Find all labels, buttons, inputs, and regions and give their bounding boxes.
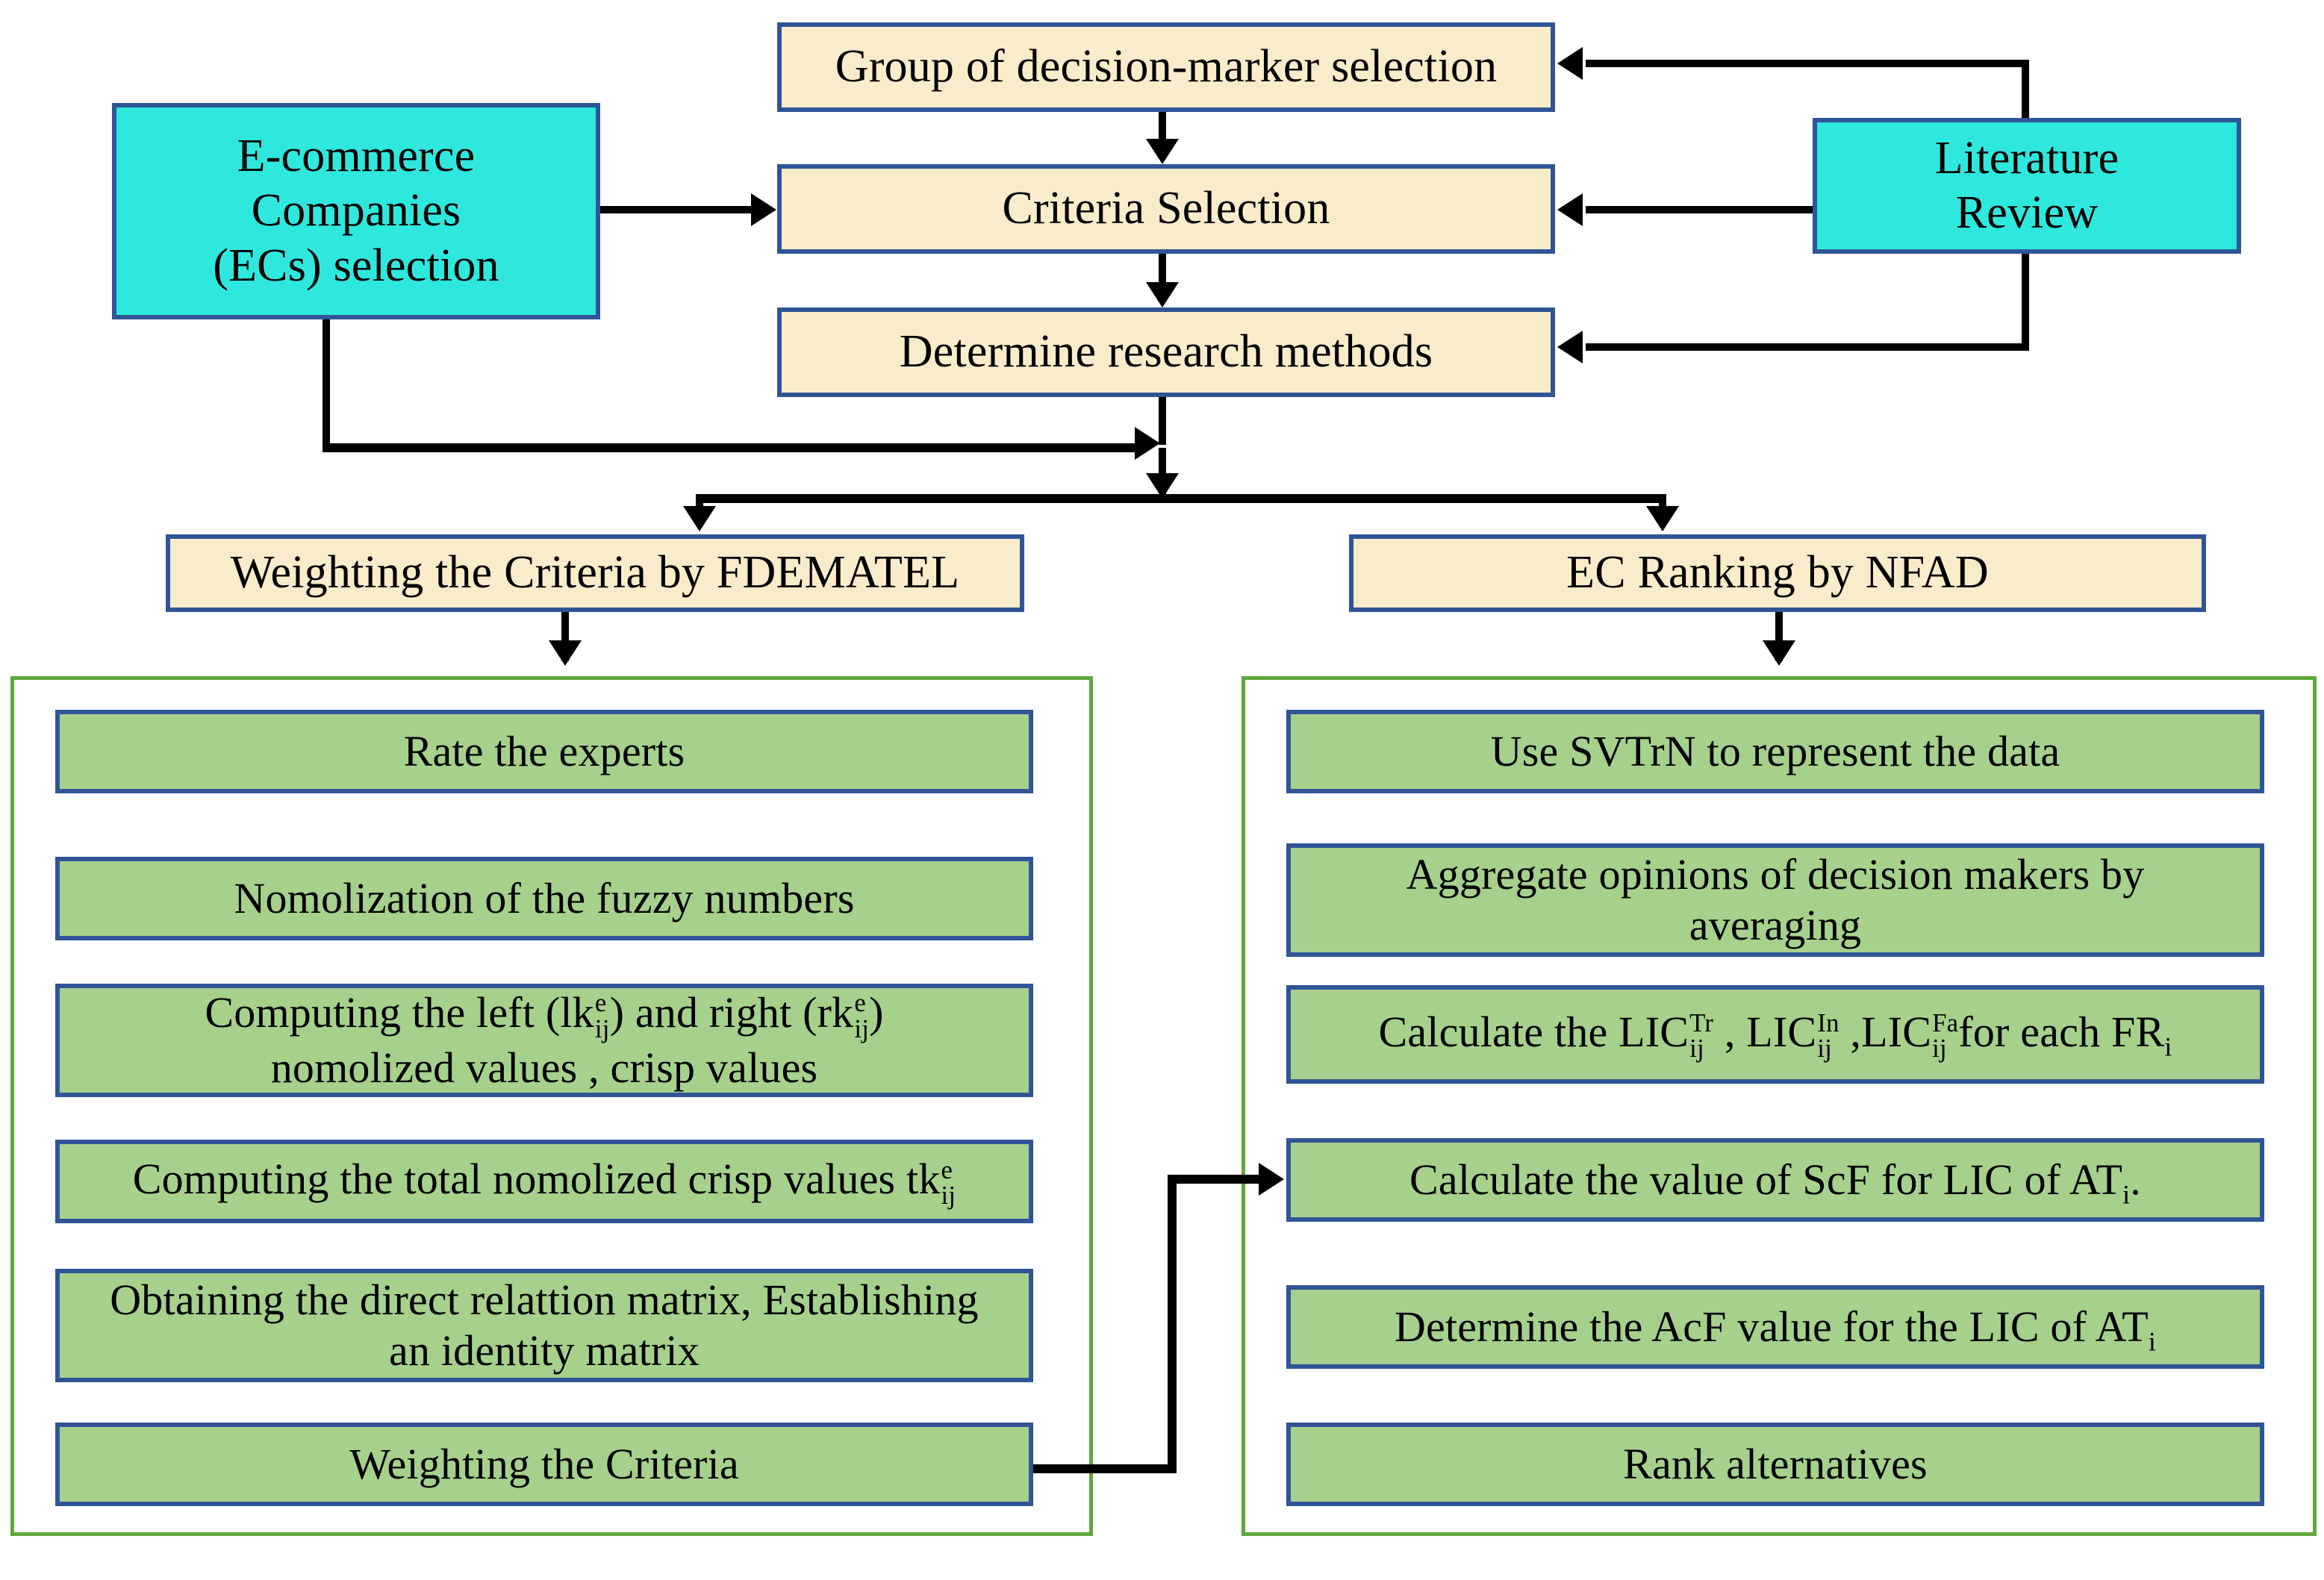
research-methods-label: Determine research methods xyxy=(899,326,1433,378)
connector-lit-to-methods-vertical xyxy=(2022,252,2029,351)
dm-selection-label: Group of decision-marker selection xyxy=(835,41,1498,93)
connector-criteria-to-methods xyxy=(1159,254,1166,287)
aggregate-opinions-line1: Aggregate opinions of decision makers by xyxy=(1406,849,2145,899)
node-ec-selection[interactable]: E-commerce Companies (ECs) selection xyxy=(112,103,600,319)
nfad-group-frame xyxy=(1242,676,2317,1536)
at-subscript-acf: i xyxy=(2148,1326,2157,1357)
connector-lit-to-dm-horizontal xyxy=(1586,60,2026,67)
literature-review-line2: Review xyxy=(1955,187,2099,238)
connector-bus-to-fdematel xyxy=(696,494,703,512)
total-crisp-part-a: Computing the total nomolized crisp valu… xyxy=(132,1154,941,1203)
connector-trunk-down xyxy=(1159,448,1166,494)
weighting-criteria-label: Weighting the Criteria xyxy=(349,1439,739,1488)
direct-relation-line1: Obtaining the direct relattion matrix, E… xyxy=(110,1275,979,1324)
ec-selection-line1: E-commerce Companies xyxy=(237,131,476,237)
connector-ec-down-horizontal xyxy=(323,443,1142,452)
arrowhead-weighting-to-scf xyxy=(1259,1163,1284,1196)
arrowhead-bus-to-nfad xyxy=(1646,506,1679,531)
fdematel-branch-label: Weighting the Criteria by FDEMATEL xyxy=(230,547,960,599)
fr-subscript: i xyxy=(2164,1031,2172,1062)
connector-ec-down-vertical xyxy=(323,319,330,451)
left-right-values-part-b: ) and right (rk xyxy=(609,987,854,1037)
arrowhead-ec-to-criteria xyxy=(751,193,776,226)
connector-branch-bus xyxy=(696,494,1666,503)
node-rate-experts[interactable]: Rate the experts xyxy=(55,710,1033,793)
node-aggregate-opinions[interactable]: Aggregate opinions of decision makers by… xyxy=(1286,843,2264,957)
arrowhead-criteria-to-methods xyxy=(1146,282,1179,307)
node-normalize-fuzzy[interactable]: Nomolization of the fuzzy numbers xyxy=(55,857,1033,940)
connector-dm-to-criteria xyxy=(1159,112,1166,143)
direct-relation-line2: an identity matrix xyxy=(389,1326,700,1375)
node-fdematel-branch[interactable]: Weighting the Criteria by FDEMATEL xyxy=(166,534,1024,612)
arrowhead-trunk-down xyxy=(1146,473,1179,499)
criteria-selection-label: Criteria Selection xyxy=(1002,183,1330,234)
calculate-scf-part-a: Calculate the value of ScF for LIC of AT xyxy=(1409,1155,2123,1204)
literature-review-line1: Literature xyxy=(1934,132,2119,184)
arrowhead-lit-to-dm xyxy=(1557,47,1583,80)
ec-selection-line2: (ECs) selection xyxy=(213,240,499,291)
calculate-scf-part-b: . xyxy=(2130,1155,2141,1204)
arrowhead-dm-to-criteria xyxy=(1146,139,1179,164)
node-dm-selection[interactable]: Group of decision-marker selection xyxy=(777,22,1555,112)
node-research-methods[interactable]: Determine research methods xyxy=(777,307,1555,397)
calculate-lic-part-a: Calculate the LIC xyxy=(1378,1007,1689,1056)
aggregate-opinions-line2: averaging xyxy=(1689,901,1862,949)
node-determine-acf[interactable]: Determine the AcF value for the LIC of A… xyxy=(1286,1285,2264,1369)
connector-fdematel-to-rate xyxy=(561,612,569,661)
calculate-lic-part-d: for each FR xyxy=(1958,1007,2165,1056)
connector-methods-down-1 xyxy=(1159,397,1166,445)
arrowhead-lit-to-methods xyxy=(1557,331,1583,363)
connector-weighting-to-scf-v xyxy=(1168,1175,1177,1473)
node-criteria-selection[interactable]: Criteria Selection xyxy=(777,164,1555,254)
connector-weighting-to-scf-h2 xyxy=(1168,1175,1265,1184)
connector-bus-to-nfad xyxy=(1659,494,1666,512)
fdematel-group-frame xyxy=(10,676,1093,1536)
node-literature-review[interactable]: Literature Review xyxy=(1813,118,2241,254)
determine-acf-part-a: Determine the AcF value for the LIC of A… xyxy=(1394,1302,2149,1351)
node-svtrn-represent[interactable]: Use SVTrN to represent the data xyxy=(1286,710,2264,793)
rank-alternatives-label: Rank alternatives xyxy=(1623,1439,1928,1488)
node-calculate-scf[interactable]: Calculate the value of ScF for LIC of AT… xyxy=(1286,1138,2264,1222)
arrowhead-bus-to-fdematel xyxy=(683,506,716,531)
calculate-lic-part-b: , LIC xyxy=(1713,1007,1817,1056)
rate-experts-label: Rate the experts xyxy=(403,726,685,775)
nfad-branch-label: EC Ranking by NFAD xyxy=(1566,547,1989,599)
connector-lit-to-criteria xyxy=(1586,206,1816,213)
node-weighting-criteria[interactable]: Weighting the Criteria xyxy=(55,1423,1033,1506)
arrowhead-fdematel-to-rate xyxy=(549,640,582,666)
arrowhead-ec-down-join xyxy=(1135,427,1160,460)
left-right-values-part-c: ) xyxy=(869,987,884,1037)
node-direct-relation-matrix[interactable]: Obtaining the direct relattion matrix, E… xyxy=(55,1269,1033,1382)
normalize-fuzzy-label: Nomolization of the fuzzy numbers xyxy=(234,873,855,922)
calculate-lic-part-c: ,LIC xyxy=(1839,1007,1932,1056)
connector-lit-to-methods-horizontal xyxy=(1586,343,2026,351)
connector-nfad-to-svtrn xyxy=(1775,612,1783,661)
connector-ec-to-criteria xyxy=(600,206,756,213)
left-right-values-part-a: Computing the left (lk xyxy=(205,987,594,1037)
svtrn-represent-label: Use SVTrN to represent the data xyxy=(1490,726,2060,775)
left-right-values-line2: nomolized values , crisp values xyxy=(270,1043,818,1093)
node-rank-alternatives[interactable]: Rank alternatives xyxy=(1286,1423,2264,1506)
arrowhead-nfad-to-svtrn xyxy=(1763,640,1795,666)
connector-lit-to-dm-vertical xyxy=(2022,60,2029,121)
arrowhead-lit-to-criteria xyxy=(1557,193,1583,226)
node-total-crisp[interactable]: Computing the total nomolized crisp valu… xyxy=(55,1140,1033,1223)
at-subscript-scf: i xyxy=(2122,1179,2131,1210)
node-nfad-branch[interactable]: EC Ranking by NFAD xyxy=(1349,534,2206,612)
connector-weighting-to-scf-h1 xyxy=(1033,1464,1175,1473)
